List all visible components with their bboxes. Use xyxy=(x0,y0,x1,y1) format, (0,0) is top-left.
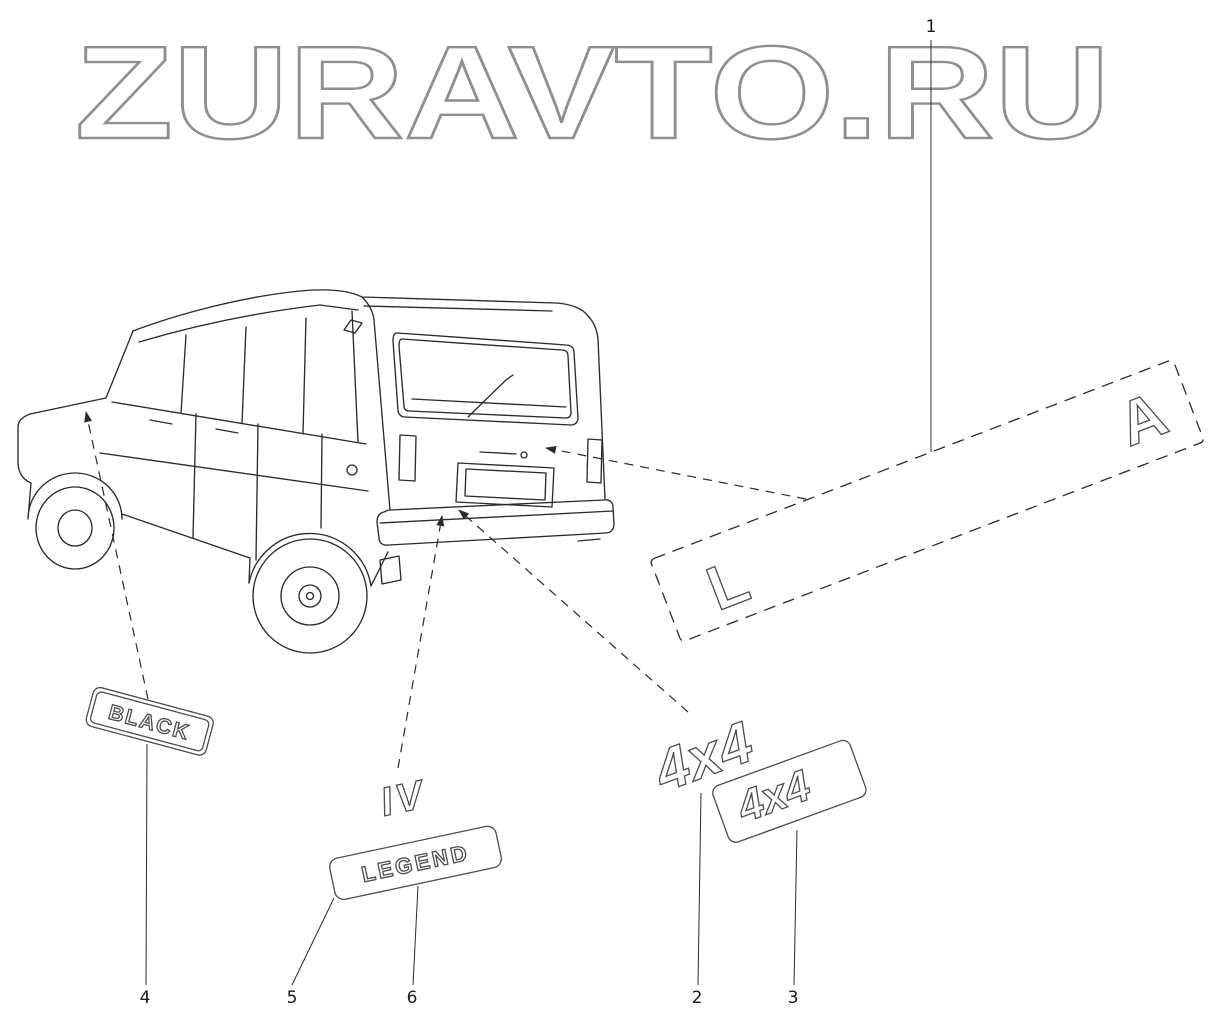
window-pillars xyxy=(180,310,359,443)
callout-5-line xyxy=(291,897,335,986)
rear-window-outer xyxy=(392,332,579,426)
leader-line-black-badge xyxy=(84,411,149,700)
callout-3: 3 xyxy=(788,829,799,1008)
front-wheel-rim xyxy=(57,509,93,547)
black-badge: BLACK xyxy=(85,686,214,756)
callout-3-number: 3 xyxy=(788,988,799,1008)
taillight-right xyxy=(586,438,603,484)
waistline xyxy=(111,401,367,445)
callout-2-line xyxy=(697,792,702,986)
lada-nameplate-strip: L A xyxy=(650,359,1204,642)
nameplate-strip-outline xyxy=(650,359,1204,642)
legend-prefix-text: IV xyxy=(377,772,431,825)
rear-wiper xyxy=(467,374,514,418)
rear-bumper xyxy=(376,499,615,546)
callout-1: 1 xyxy=(926,17,937,452)
front-end xyxy=(17,330,251,584)
callout-2: 2 xyxy=(692,792,703,1008)
leader-line-4x4-emblem xyxy=(458,509,689,713)
legend-prefix-emblem: IV xyxy=(376,772,431,826)
rear-wheel-hub xyxy=(298,584,322,608)
callout-3-line xyxy=(793,829,798,986)
rear-roof-edge xyxy=(363,305,553,312)
callout-4: 4 xyxy=(140,743,151,1008)
watermark: ZURAVTO.RU xyxy=(75,19,1110,166)
rear-wheel-tire xyxy=(252,538,368,654)
callout-1-number: 1 xyxy=(926,17,937,37)
nameplate-letter-l: L xyxy=(698,546,758,624)
mud-flap xyxy=(379,555,402,585)
side-glass-top xyxy=(138,304,359,343)
fuel-cap xyxy=(346,464,358,476)
leader-line-nameplate xyxy=(545,445,807,500)
tailgate-lock xyxy=(520,451,528,459)
side-mirror xyxy=(343,319,363,334)
legend-badge-frame xyxy=(329,825,502,901)
roof-outline xyxy=(132,289,589,332)
callout-5: 5 xyxy=(287,897,335,1008)
exhaust-line xyxy=(577,538,601,542)
tailgate-handle xyxy=(479,451,517,455)
car-line-drawing xyxy=(17,289,615,654)
leader-line-legend-badge xyxy=(397,515,445,769)
callout-4-line xyxy=(145,743,148,986)
legend-badge-text: LEGEND xyxy=(359,840,471,887)
callout-6: 6 xyxy=(407,885,419,1008)
callout-4-number: 4 xyxy=(140,988,151,1008)
4x4-plaque-frame xyxy=(712,739,867,843)
license-plate xyxy=(464,468,547,501)
door-handles xyxy=(149,419,239,434)
rear-wheel-rim xyxy=(280,566,340,626)
body-molding-line xyxy=(99,452,369,492)
bumper-step-line xyxy=(379,510,614,524)
parcel-shelf-line xyxy=(411,398,567,408)
callout-6-line xyxy=(412,885,419,986)
callout-5-number: 5 xyxy=(287,988,298,1008)
taillight-left xyxy=(398,434,417,482)
license-plate-recess xyxy=(455,462,555,508)
door-cut-lines xyxy=(192,413,323,561)
black-badge-outer-frame xyxy=(85,686,214,756)
rear-wheel-center xyxy=(305,591,315,601)
legend-badge: LEGEND xyxy=(329,825,502,901)
nameplate-letter-a: A xyxy=(1110,379,1177,459)
rear-arch xyxy=(248,532,389,587)
rear-window-inner xyxy=(398,338,572,419)
tailgate-right-edge xyxy=(587,315,606,500)
front-wheel-tire xyxy=(35,486,115,570)
callout-6-number: 6 xyxy=(407,988,418,1008)
black-badge-inner-frame xyxy=(90,691,210,752)
tailgate-left-edge xyxy=(361,296,391,511)
callout-2-number: 2 xyxy=(692,988,703,1008)
